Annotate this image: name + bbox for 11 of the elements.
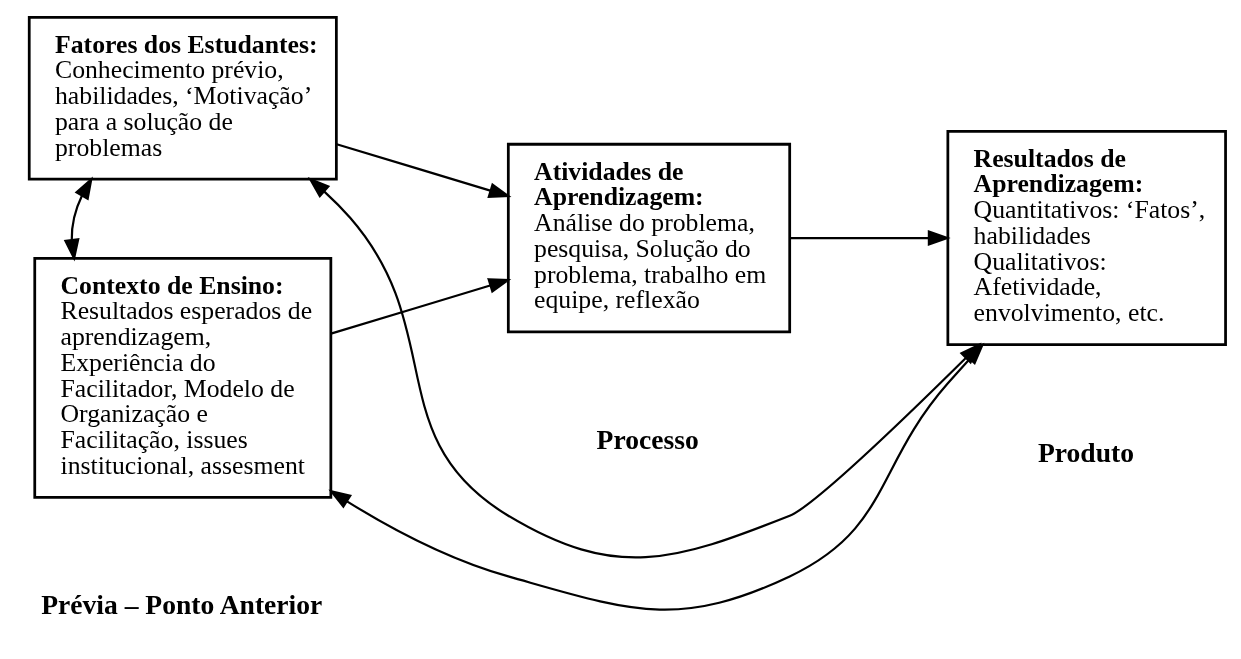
arrow: [789, 229, 951, 246]
arrow: [336, 142, 512, 198]
label: Produto: [1037, 435, 1134, 467]
node-box: Contexto de Ensino: Resultados esperados de aprendizagem, Experiência do Facilitador, Modelo de Organização e Facilitação, issues institucional, assesment: [33, 256, 333, 499]
node-box: Atividades de Aprendizagem: Análise do problema, pesquisa, Solução do problema, trabalho em equipe, reflexão: [506, 142, 792, 333]
arrow: [330, 277, 512, 335]
label: Processo: [596, 423, 699, 455]
label: Prévia – Ponto Anterior: [41, 588, 323, 620]
node-box: Resultados de Aprendizagem: Quantitativos: ‘Fatos’, habilidades Qualitativos: Afetividade, envolvimento, etc.: [946, 129, 1227, 346]
arrow: [63, 176, 93, 262]
node-box: Fatores dos Estudantes: Conhecimento prévio, habilidades, ‘Motivação’ para a solução de problemas: [27, 15, 338, 181]
